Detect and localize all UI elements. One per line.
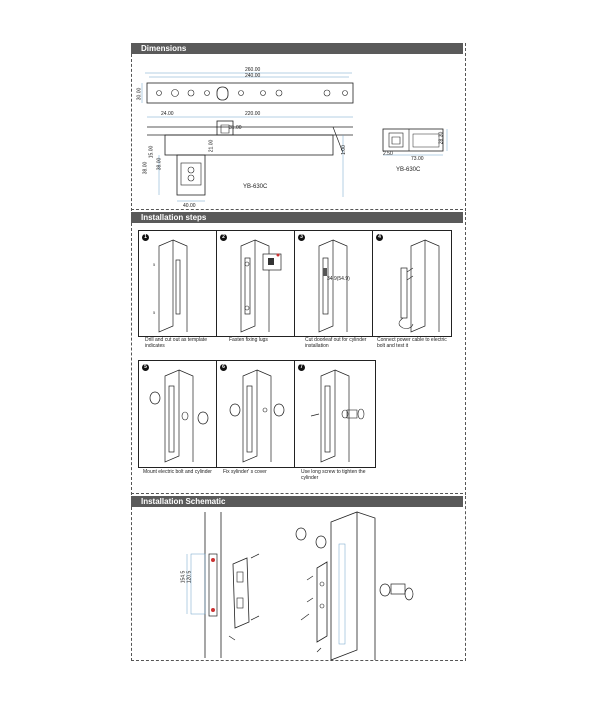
step-1-caption: Drill and cut out as template indicates (145, 337, 207, 349)
dim-d4: 38.00 (156, 157, 163, 171)
dashed-border-bottom (131, 493, 463, 494)
step-5-illustration (149, 369, 209, 463)
dimension-drawing-side (382, 128, 448, 156)
step-4-illustration (398, 239, 440, 333)
step-number: 2 (220, 234, 227, 241)
dim-overall-inner: 240.00 (245, 73, 261, 79)
svg-text:5: 5 (153, 262, 156, 267)
svg-text:5: 5 (153, 310, 156, 315)
dim-d9: 1.00 (340, 145, 347, 155)
step-5-caption: Mount electric bolt and cylinder (143, 469, 212, 475)
schematic-right-illustration (295, 511, 414, 661)
dim-d1: 24.00 (161, 111, 174, 117)
step-number: 4 (376, 234, 383, 241)
panel-divider (216, 360, 217, 468)
panel-divider (294, 360, 295, 468)
dim-right-height: 28.30 (438, 131, 445, 145)
section-header-dimensions: Dimensions (131, 43, 463, 54)
dim-overall-outer: 260.00 (245, 67, 261, 73)
step-2-illustration (240, 239, 282, 333)
step-number: 3 (298, 234, 305, 241)
model-label-left: YB-630C (243, 184, 268, 190)
dim-right-base: 2.50 (383, 151, 393, 157)
step-1-illustration: 5 5 (153, 239, 188, 333)
panel-divider (216, 230, 217, 337)
dim-d3: 31.00 (229, 125, 242, 131)
model-label-right: YB-630C (396, 167, 421, 173)
dashed-border-left (131, 223, 132, 495)
dimension-drawing-front (141, 72, 354, 202)
step-7-illustration (310, 369, 365, 463)
panel-divider (372, 230, 373, 337)
dim-d5: 15.00 (148, 145, 155, 159)
dashed-border-right (465, 43, 466, 211)
step-number: 6 (220, 364, 227, 371)
dashed-border-right (465, 212, 466, 495)
schematic-left-illustration (186, 512, 260, 658)
product-sheet: Dimensions (131, 43, 466, 663)
step-number: 7 (298, 364, 305, 371)
step-3-illustration (318, 239, 348, 333)
dim-d8: 40.00 (183, 203, 196, 209)
section-header-installation-steps: Installation steps (131, 212, 463, 223)
dim-height-top: 30.00 (136, 87, 143, 101)
dim-right-width: 73.00 (411, 156, 424, 162)
step-3-caption: Cut doorleaf out for cylinder installati… (305, 337, 367, 349)
step-4-caption: Connect power cable to electric bolt and… (377, 337, 447, 349)
installation-steps-section: Installation steps 1 5 5 Drill and cut o… (131, 212, 466, 495)
step-number: 5 (142, 364, 149, 371)
dim-d2: 220.00 (245, 111, 261, 117)
schematic-dim-b: 120.5 (186, 570, 193, 584)
dim-d6: 38.00 (142, 161, 149, 175)
step-7-caption: Use long screw to tighten the cylinder (301, 469, 366, 481)
step-6-caption: Fix sylinder' s cover (223, 469, 267, 475)
dimensions-section: Dimensions (131, 43, 466, 211)
step-number: 1 (142, 234, 149, 241)
dashed-border-left (131, 507, 132, 661)
dim-d7: 21.00 (208, 139, 215, 153)
panel-divider (294, 230, 295, 337)
section-header-installation-schematic: Installation Schematic (131, 496, 463, 507)
step-6-illustration (229, 369, 285, 463)
dashed-border-right (465, 496, 466, 661)
steps-row-1 (138, 230, 452, 337)
installation-schematic-section: Installation Schematic 154.5 120.5 (131, 496, 466, 663)
step-2-caption: Fasten fixing lugs (229, 337, 268, 343)
dashed-border-left (131, 54, 132, 211)
dashed-border-bottom (131, 209, 463, 210)
dashed-border-bottom (131, 660, 463, 661)
step-3-note: 34.9(54.9) (327, 276, 350, 282)
